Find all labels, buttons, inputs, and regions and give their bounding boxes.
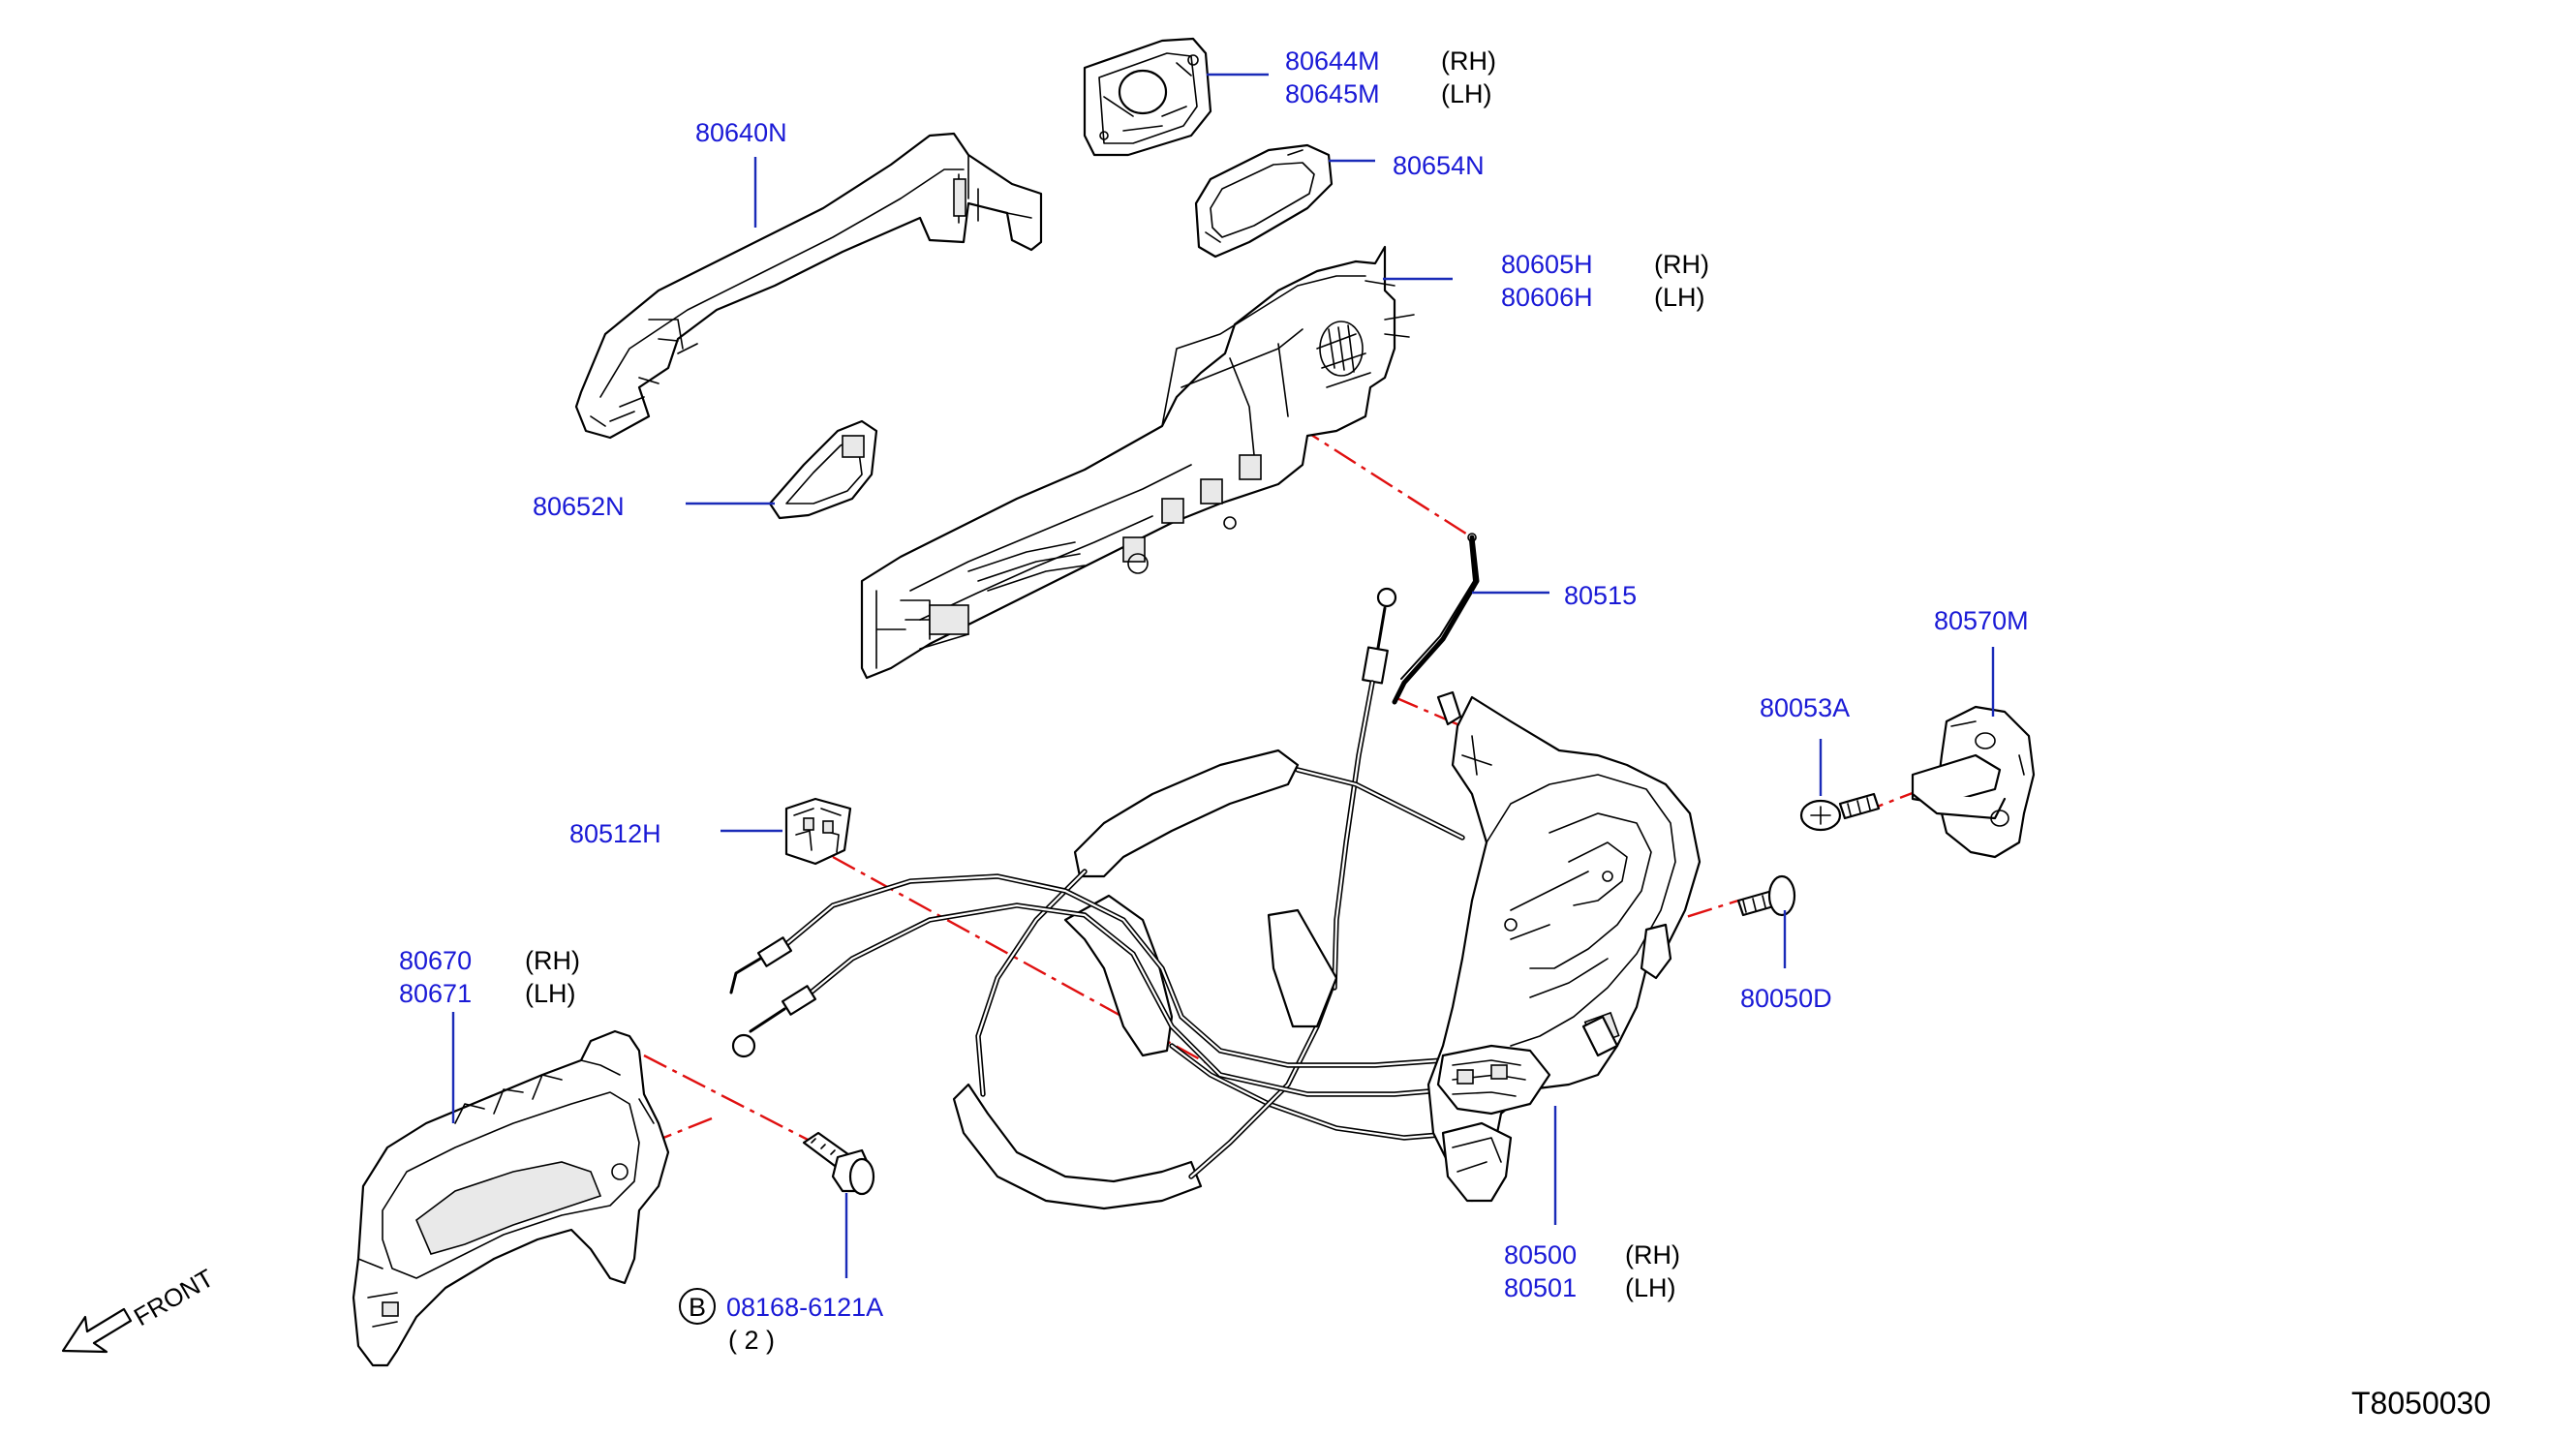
handle-gasket-80654N[interactable] bbox=[1194, 143, 1334, 259]
screw-80053A[interactable] bbox=[1799, 792, 1881, 832]
side-80605H: (RH) bbox=[1654, 250, 1709, 279]
cable-clip-80512H[interactable] bbox=[784, 797, 852, 866]
label-80515: 80515 bbox=[1564, 581, 1637, 610]
label-80640N: 80640N bbox=[695, 118, 787, 147]
handle-gasket-80652N[interactable] bbox=[768, 419, 878, 520]
label-80501: 80501 bbox=[1504, 1273, 1577, 1302]
side-80645M: (LH) bbox=[1441, 79, 1492, 108]
label-80050D: 80050D bbox=[1740, 984, 1832, 1013]
screw-80050D[interactable] bbox=[1736, 874, 1796, 917]
door-lock-actuator-80500[interactable] bbox=[1426, 695, 1702, 1203]
side-80501: (LH) bbox=[1625, 1273, 1676, 1302]
assembly-lines bbox=[638, 424, 2025, 1149]
label-80652N: 80652N bbox=[533, 492, 625, 521]
label-08168-6121A: 08168-6121A bbox=[726, 1293, 883, 1322]
label-80500: 80500 bbox=[1504, 1240, 1577, 1269]
part-labels: 80644M (RH) 80645M (LH) 80640N 80654N 80… bbox=[399, 46, 2029, 1355]
label-80654N: 80654N bbox=[1393, 151, 1485, 180]
front-direction-indicator: FRONT bbox=[61, 1263, 219, 1354]
front-arrow-icon bbox=[61, 1307, 133, 1354]
label-80570M: 80570M bbox=[1934, 606, 2029, 635]
label-80644M: 80644M bbox=[1285, 46, 1380, 76]
label-80606H: 80606H bbox=[1501, 283, 1593, 312]
side-80500: (RH) bbox=[1625, 1240, 1680, 1269]
key-cylinder-cap-80644M[interactable] bbox=[1083, 37, 1212, 157]
label-80605H: 80605H bbox=[1501, 250, 1593, 279]
label-80670: 80670 bbox=[399, 946, 472, 975]
label-80645M: 80645M bbox=[1285, 79, 1380, 108]
cable-rod-upper bbox=[1332, 587, 1397, 991]
handle-bracket-80605H[interactable] bbox=[860, 245, 1415, 680]
side-80644M: (RH) bbox=[1441, 46, 1496, 76]
bolt-badge-circle bbox=[679, 1288, 716, 1325]
bolt-08168-6121A[interactable] bbox=[802, 1131, 875, 1196]
side-80671: (LH) bbox=[525, 979, 576, 1008]
lock-rod-80515[interactable] bbox=[1392, 533, 1480, 726]
side-80606H: (LH) bbox=[1654, 283, 1705, 312]
front-label: FRONT bbox=[129, 1263, 219, 1331]
bolt-quantity: ( 2 ) bbox=[728, 1326, 775, 1355]
outside-handle-80640N[interactable] bbox=[574, 132, 1043, 440]
cables-80512 bbox=[729, 749, 1465, 1210]
inside-handle-80670[interactable] bbox=[352, 1029, 670, 1367]
leader-lines bbox=[451, 73, 1995, 1278]
door-striker-80570M[interactable] bbox=[1911, 705, 2036, 859]
label-80512H: 80512H bbox=[569, 819, 661, 848]
side-80670: (RH) bbox=[525, 946, 580, 975]
diagram-reference: T8050030 bbox=[2351, 1386, 2491, 1421]
label-80053A: 80053A bbox=[1760, 693, 1850, 722]
bolt-badge: B bbox=[689, 1293, 706, 1322]
label-80671: 80671 bbox=[399, 979, 472, 1008]
